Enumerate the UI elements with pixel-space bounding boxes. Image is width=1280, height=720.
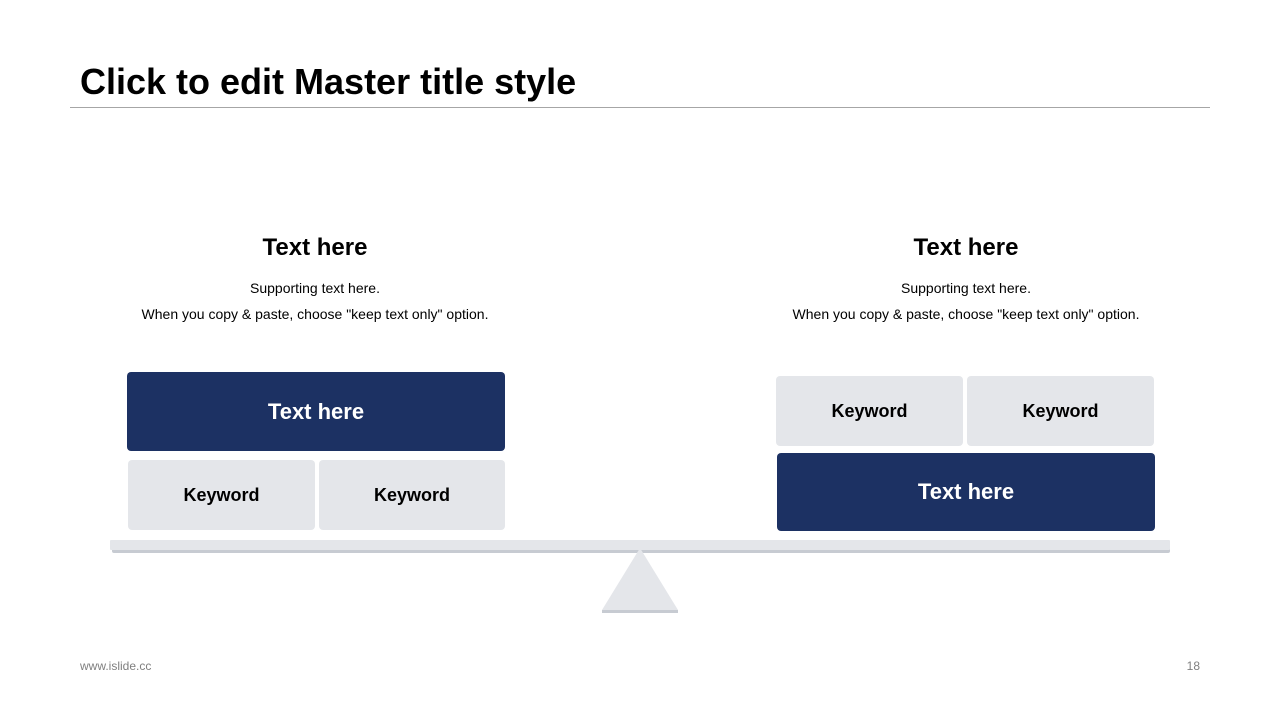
- page-number: 18: [1186, 659, 1200, 673]
- fulcrum-base: [602, 610, 678, 613]
- right-support-line-1: Supporting text here.: [901, 280, 1031, 296]
- right-supporting-text[interactable]: Supporting text here. When you copy & pa…: [736, 275, 1196, 327]
- left-support-line-1: Supporting text here.: [250, 280, 380, 296]
- slide-title[interactable]: Click to edit Master title style: [80, 61, 577, 102]
- footer-url: www.islide.cc: [80, 659, 152, 673]
- left-keyword-box-2[interactable]: Keyword: [319, 460, 505, 530]
- right-heading[interactable]: Text here: [913, 234, 1019, 261]
- title-divider: [70, 107, 1210, 108]
- left-support-line-2: When you copy & paste, choose "keep text…: [141, 306, 489, 322]
- fulcrum-triangle[interactable]: [600, 548, 680, 614]
- balance-beam[interactable]: [110, 540, 1170, 550]
- left-supporting-text[interactable]: Supporting text here. When you copy & pa…: [85, 275, 545, 327]
- right-keyword-box-2[interactable]: Keyword: [967, 376, 1154, 446]
- left-text-block: Text here Supporting text here. When you…: [85, 232, 545, 327]
- fulcrum-face: [602, 548, 678, 610]
- right-main-box[interactable]: Text here: [777, 453, 1155, 531]
- right-support-line-2: When you copy & paste, choose "keep text…: [792, 306, 1140, 322]
- left-main-box[interactable]: Text here: [127, 372, 505, 451]
- left-heading[interactable]: Text here: [262, 234, 368, 261]
- right-keyword-box-1[interactable]: Keyword: [776, 376, 963, 446]
- right-text-block: Text here Supporting text here. When you…: [736, 232, 1196, 327]
- left-keyword-box-1[interactable]: Keyword: [128, 460, 315, 530]
